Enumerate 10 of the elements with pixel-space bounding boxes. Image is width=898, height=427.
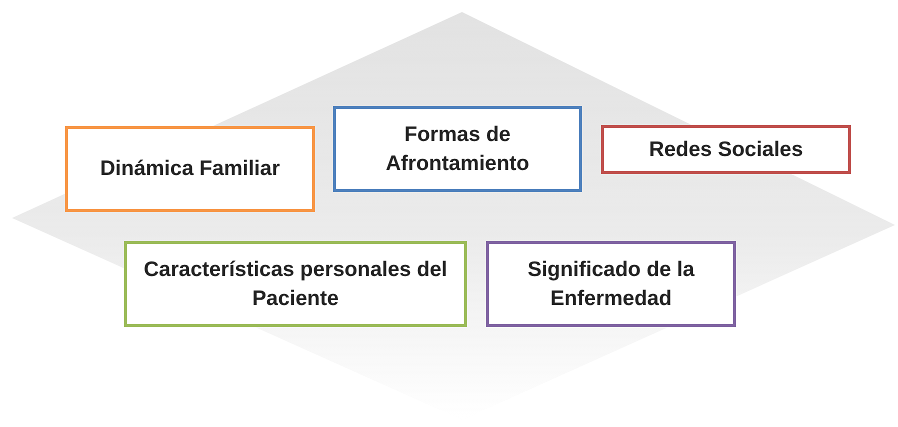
text-box: [486, 241, 736, 327]
box-label: Características personales del Paciente: [142, 256, 448, 312]
box-label: Significado de la Enfermedad: [526, 256, 696, 312]
text-box: [124, 241, 467, 327]
box-label: Dinámica Familiar: [100, 156, 280, 182]
text-box: [65, 126, 315, 212]
box-label: Formas de Afrontamiento: [384, 122, 530, 177]
text-box: [601, 125, 851, 174]
text-box: [333, 106, 582, 192]
box-label: Redes Sociales: [648, 136, 804, 163]
